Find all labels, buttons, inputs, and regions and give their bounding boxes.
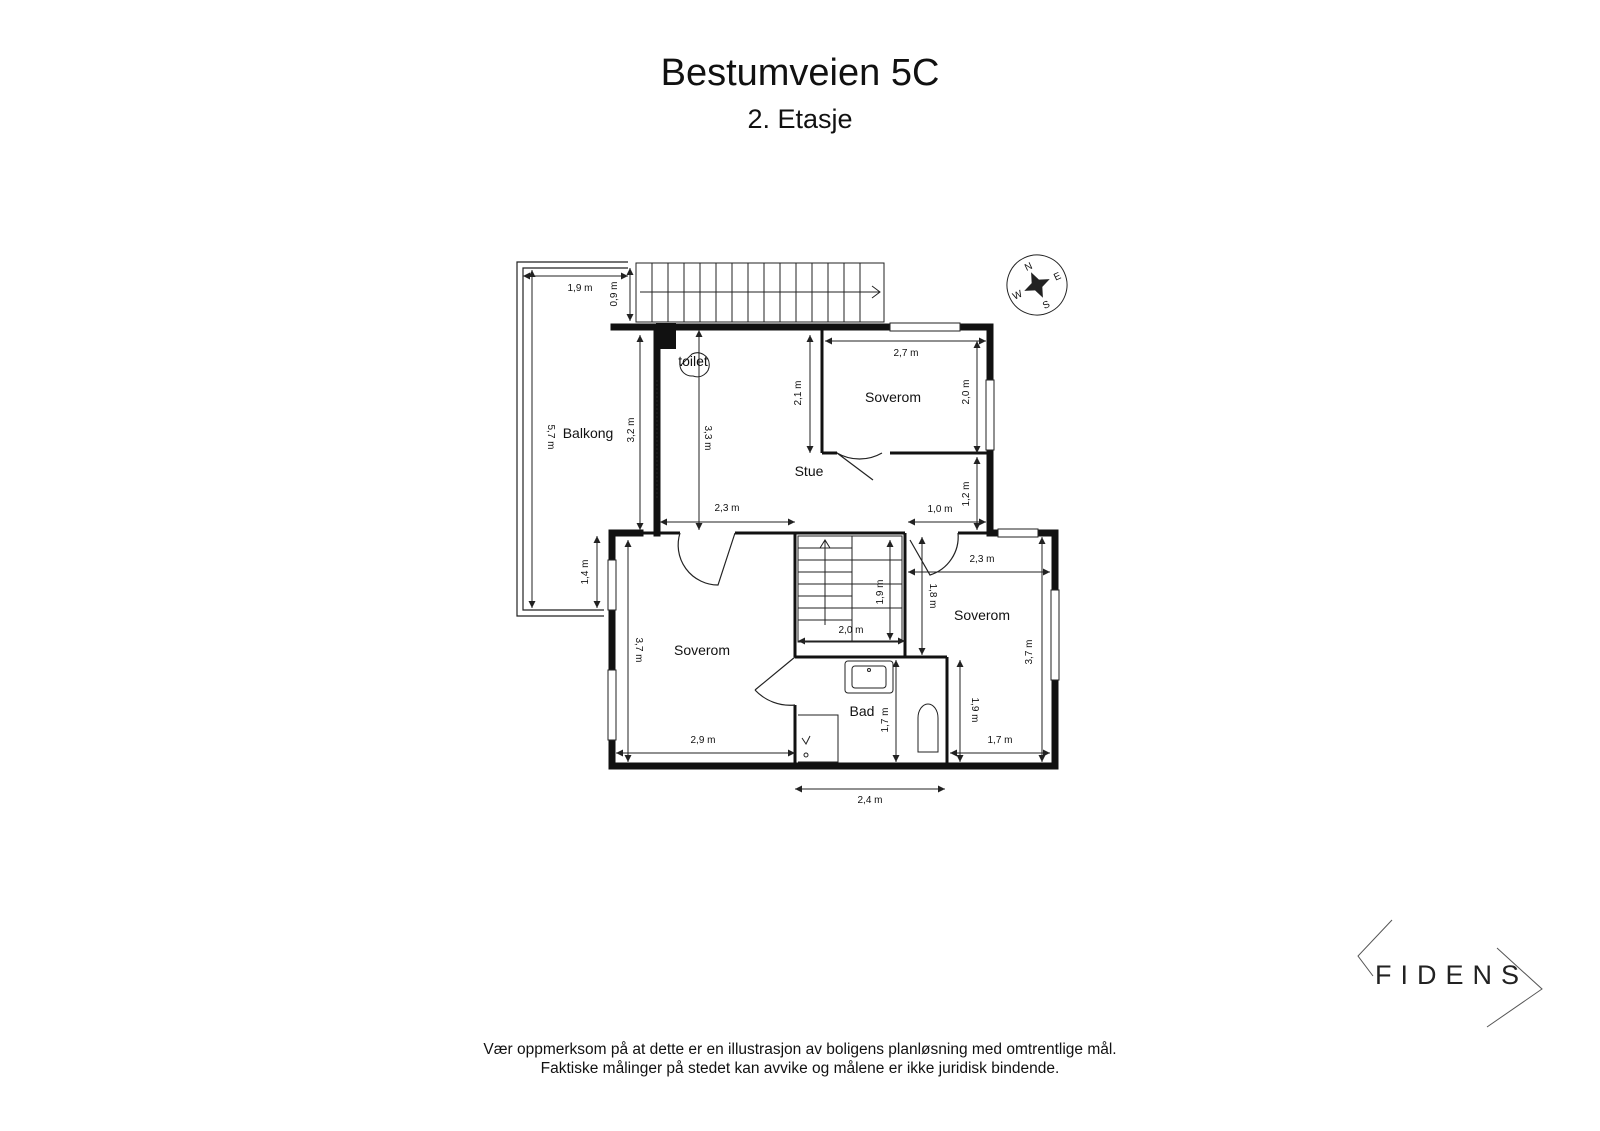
room-label-soverom-top: Soverom <box>865 389 921 405</box>
dim-stair-height: 1,9 m <box>875 579 886 604</box>
dim-stue-left-height: 3,2 m <box>626 417 637 442</box>
dim-bad-height: 1,7 m <box>880 707 891 732</box>
dim-soverom-top-width: 2,7 m <box>893 348 918 359</box>
windows <box>607 322 1060 741</box>
balcony-outline <box>516 261 628 617</box>
dim-soverom-right-width: 2,3 m <box>969 554 994 565</box>
disclaimer-line-1: Vær oppmerksom på at dette er en illustr… <box>483 1041 1117 1058</box>
dim-soverom-right-height: 3,7 m <box>1024 639 1035 664</box>
exterior-staircase <box>635 262 885 323</box>
dim-bottom-width: 2,4 m <box>857 795 882 806</box>
room-label-toilet: toilet <box>678 353 708 369</box>
compass-n: N <box>1023 261 1034 274</box>
room-label-bad: Bad <box>850 703 875 719</box>
dimension-lines <box>523 268 1050 793</box>
dim-soverom-left-width: 2,9 m <box>690 735 715 746</box>
compass-icon: N E S W <box>1006 254 1068 316</box>
dim-balkong-width: 1,9 m <box>567 283 592 294</box>
dim-stue-right-width: 1,0 m <box>927 504 952 515</box>
dim-soverom-top-height: 2,0 m <box>961 379 972 404</box>
dim-soverom-right-lower-height: 1,9 m <box>969 697 980 722</box>
dim-stue-width: 2,3 m <box>714 503 739 514</box>
logo-text: FIDENS <box>1375 960 1528 990</box>
dim-stair-width: 2,0 m <box>838 625 863 636</box>
fidens-logo: FIDENS <box>1357 919 1543 1028</box>
compass-e: E <box>1052 271 1063 284</box>
chimney <box>656 323 676 349</box>
plan-title: Bestumveien 5C <box>660 52 940 94</box>
bathroom-fixtures <box>679 352 939 763</box>
dim-balkong-stair-depth: 0,9 m <box>609 281 620 306</box>
plan-subtitle: 2. Etasje <box>747 104 853 134</box>
dim-soverom-left-height: 3,7 m <box>633 637 644 662</box>
room-label-soverom-right: Soverom <box>954 607 1010 623</box>
interior-walls <box>640 330 990 766</box>
dim-soverom-right-lower-width: 1,7 m <box>987 735 1012 746</box>
dim-balkong-lower: 1,4 m <box>580 559 591 584</box>
dim-soverom-top-wall: 2,1 m <box>793 380 804 405</box>
dim-stue-height: 3,3 m <box>702 425 713 450</box>
dim-soverom-right-upper: 1,8 m <box>927 583 938 608</box>
dim-balkong-length: 5,7 m <box>545 424 556 449</box>
dim-stue-right-height: 1,2 m <box>961 481 972 506</box>
disclaimer: Vær oppmerksom på at dette er en illustr… <box>0 1040 1600 1078</box>
room-label-balkong: Balkong <box>563 425 614 441</box>
disclaimer-line-2: Faktiske målinger på stedet kan avvike o… <box>540 1060 1060 1077</box>
room-label-soverom-left: Soverom <box>674 642 730 658</box>
room-label-stue: Stue <box>795 463 824 479</box>
compass-s: S <box>1041 299 1052 312</box>
